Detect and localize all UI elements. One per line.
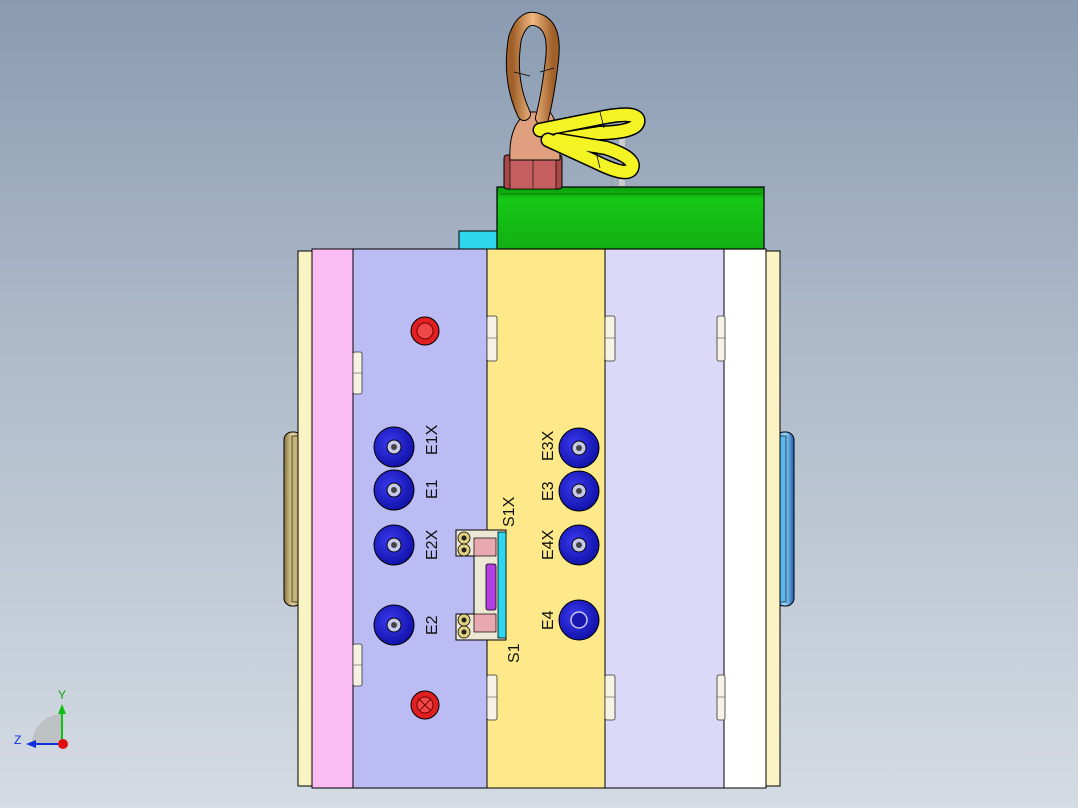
slide-slot xyxy=(455,529,507,641)
label-s1: S1 xyxy=(506,643,523,663)
water-port-e3x xyxy=(558,427,600,469)
label-e2x: E2X xyxy=(424,529,441,560)
label-e4: E4 xyxy=(540,610,557,630)
water-port-e4 xyxy=(558,599,600,641)
water-port-e1x xyxy=(373,426,415,468)
right-clamp-plate xyxy=(765,250,781,787)
coordinate-triad: Y Z xyxy=(14,688,68,749)
label-e1x: E1X xyxy=(424,424,441,455)
green-top-block xyxy=(496,186,765,250)
left-clamp-plate xyxy=(297,250,313,787)
eyebolt xyxy=(503,11,563,190)
yellow-core-plate xyxy=(486,248,606,789)
light-lavender-plate xyxy=(604,248,725,789)
label-e3x: E3X xyxy=(540,430,557,461)
label-e3: E3 xyxy=(540,481,557,501)
screw-bottom xyxy=(410,690,440,720)
screw-top xyxy=(410,316,440,346)
white-plate xyxy=(723,248,767,789)
axis-y-label: Y xyxy=(58,688,66,702)
label-e4x: E4X xyxy=(540,529,557,560)
lifting-sling xyxy=(532,107,646,186)
cyan-top-part xyxy=(458,230,498,250)
label-e1: E1 xyxy=(424,479,441,499)
water-port-e3 xyxy=(558,470,600,512)
axis-z-label: Z xyxy=(14,733,21,747)
water-port-e4x xyxy=(558,524,600,566)
water-port-e2 xyxy=(373,604,415,646)
label-s1x: S1X xyxy=(501,496,518,527)
water-port-e2x xyxy=(373,524,415,566)
water-port-e1 xyxy=(373,469,415,511)
label-e2: E2 xyxy=(424,615,441,635)
pink-plate xyxy=(311,248,354,789)
